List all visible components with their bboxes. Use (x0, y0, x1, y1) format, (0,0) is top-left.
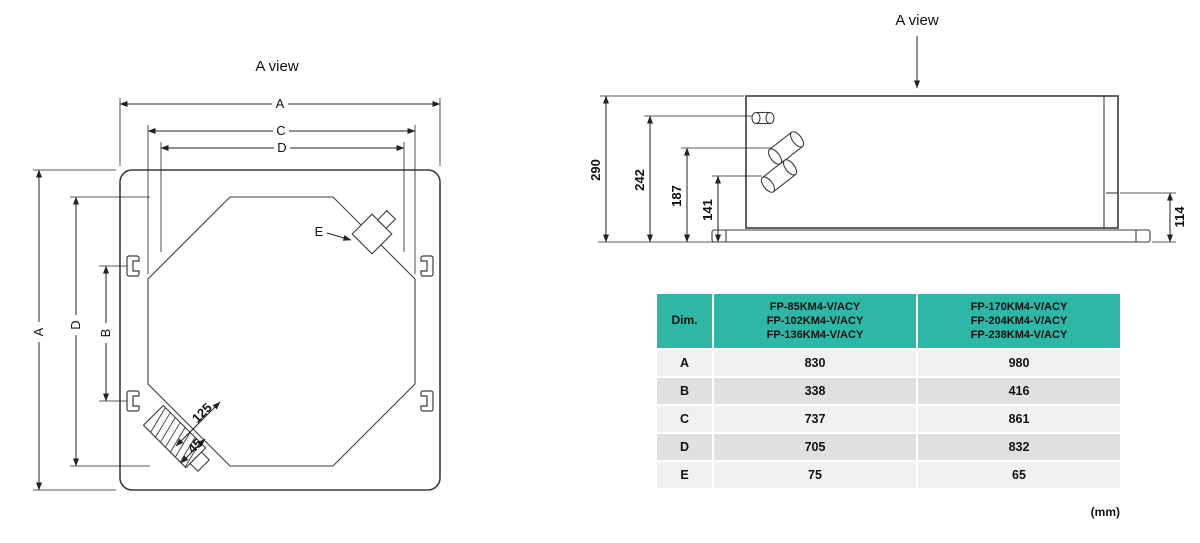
dim-label-114: 114 (1172, 206, 1187, 228)
table-row: A 830 980 (655, 348, 1122, 378)
dim-label-141: 141 (700, 199, 715, 221)
model-name: FP-170KM4-V/ACY (970, 300, 1068, 313)
model-name: FP-204KM4-V/ACY (970, 314, 1068, 327)
top-view-unit-outline (119, 169, 441, 491)
refrigerant-pipe-icon (760, 159, 798, 193)
side-view: A view (588, 12, 1187, 243)
dim-c-top: C (147, 123, 416, 274)
dim-141: 141 (700, 175, 762, 243)
model-name: FP-85KM4-V/ACY (769, 300, 861, 313)
dim-label-a-top: A (276, 96, 285, 111)
model-name: FP-238KM4-V/ACY (970, 329, 1068, 342)
header-models-small: FP-85KM4-V/ACY FP-102KM4-V/ACY FP-136KM4… (712, 292, 918, 350)
model-name: FP-102KM4-V/ACY (766, 314, 864, 327)
dim-d-left: D (68, 196, 150, 467)
dim-b-left: B (98, 265, 127, 402)
dim-187: 187 (669, 147, 772, 243)
dim-d-top: D (160, 140, 405, 252)
refrigerant-pipe-icon (767, 131, 805, 165)
pipe-stubs (751, 111, 805, 193)
dim-label-290: 290 (588, 159, 603, 181)
dim-label-d-top: D (277, 140, 286, 155)
top-view: A view E (31, 58, 441, 491)
value-cell: 65 (916, 460, 1122, 490)
side-view-unit-outline (711, 95, 1151, 243)
dim-cell: B (655, 376, 714, 406)
table-row: E 75 65 (655, 460, 1122, 490)
value-cell: 830 (712, 348, 918, 378)
dim-290: 290 (588, 95, 744, 243)
dim-114: 114 (1120, 192, 1187, 243)
dim-cell: A (655, 348, 714, 378)
top-view-title: A view (255, 58, 299, 75)
value-cell: 980 (916, 348, 1122, 378)
dim-label-187: 187 (669, 185, 684, 207)
dim-label-e: E (315, 224, 324, 239)
header-dim: Dim. (655, 292, 714, 350)
table-row: D 705 832 (655, 432, 1122, 462)
dimension-table: Dim. FP-85KM4-V/ACY FP-102KM4-V/ACY FP-1… (655, 292, 1122, 490)
value-cell: 832 (916, 432, 1122, 462)
dim-label-b-left: B (98, 329, 113, 338)
table-row: B 338 416 (655, 376, 1122, 406)
dim-label-c-top: C (276, 123, 285, 138)
drain-pipe-icon (751, 111, 775, 125)
side-view-title: A view (895, 12, 939, 29)
dim-a-left: A (31, 169, 116, 491)
header-models-large: FP-170KM4-V/ACY FP-204KM4-V/ACY FP-238KM… (916, 292, 1122, 350)
e-connector: E (315, 209, 397, 255)
model-name: FP-136KM4-V/ACY (766, 329, 864, 342)
dim-242: 242 (632, 115, 752, 243)
value-cell: 416 (916, 376, 1122, 406)
dim-label-d-left: D (68, 320, 83, 329)
value-cell: 705 (712, 432, 918, 462)
table-header-row: Dim. FP-85KM4-V/ACY FP-102KM4-V/ACY FP-1… (655, 292, 1122, 350)
dim-cell: D (655, 432, 714, 462)
dim-cell: E (655, 460, 714, 490)
value-cell: 737 (712, 404, 918, 434)
dim-label-242: 242 (632, 169, 647, 191)
unit-note: (mm) (1090, 505, 1120, 519)
table-row: C 737 861 (655, 404, 1122, 434)
dim-a-top: A (119, 96, 441, 166)
value-cell: 75 (712, 460, 918, 490)
value-cell: 861 (916, 404, 1122, 434)
dim-label-a-left: A (31, 327, 46, 336)
value-cell: 338 (712, 376, 918, 406)
dim-cell: C (655, 404, 714, 434)
